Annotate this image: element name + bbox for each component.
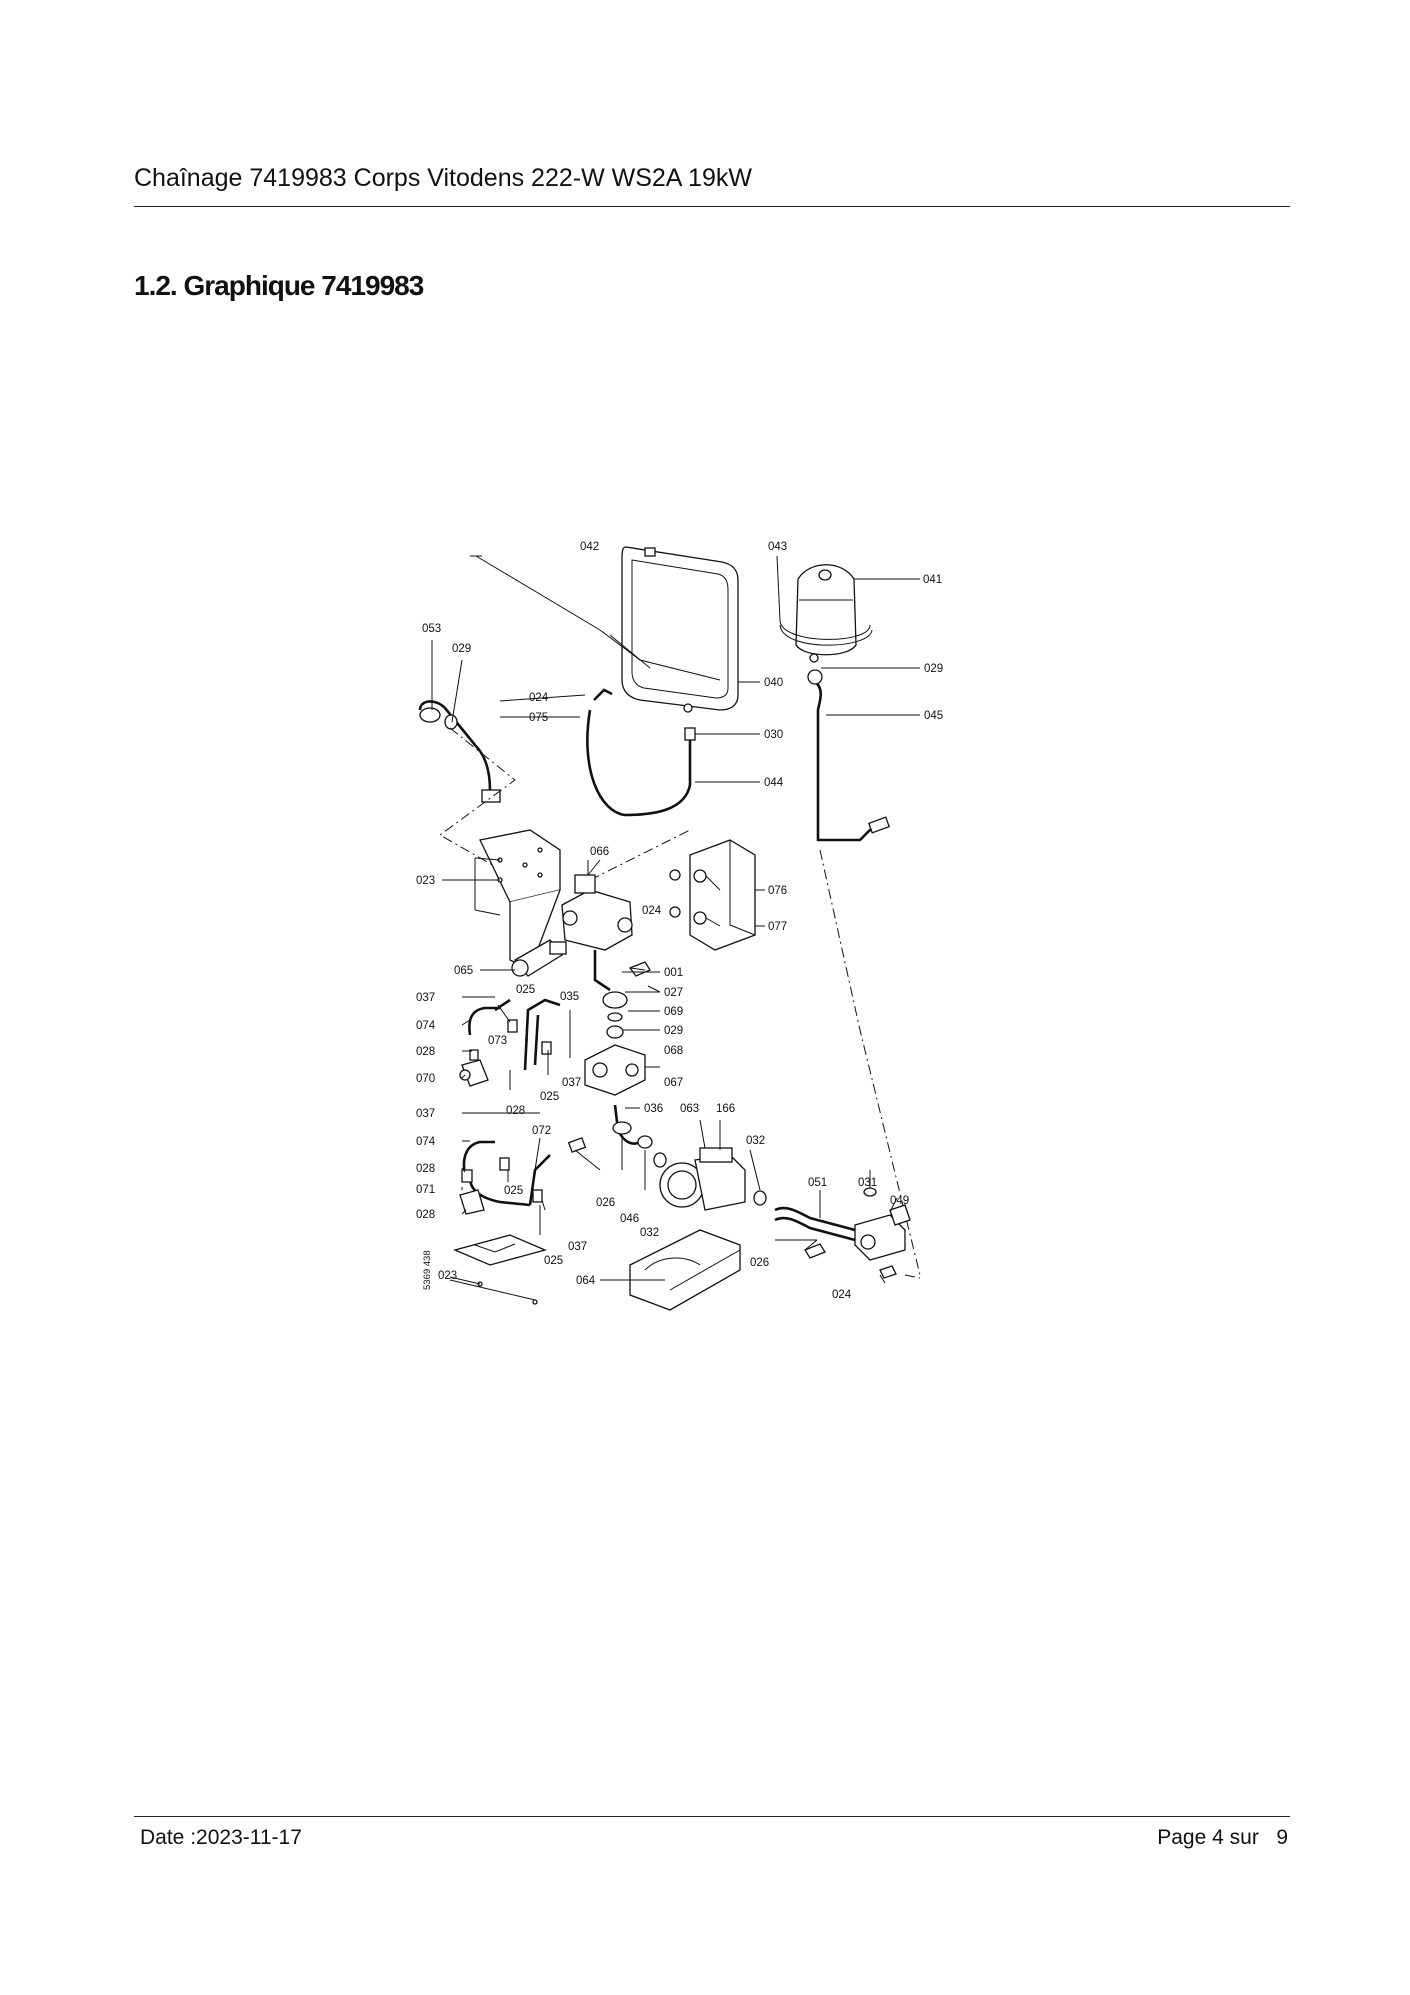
callout-071: 071 <box>416 1184 435 1196</box>
callout-025: 025 <box>544 1255 563 1267</box>
exploded-parts-diagram: 042 043 041 053 029 040 029 024 075 045 … <box>400 530 960 1320</box>
callout-069: 069 <box>664 1006 683 1018</box>
callout-064: 064 <box>576 1275 596 1287</box>
callout-074: 074 <box>416 1020 436 1032</box>
callout-066: 066 <box>590 846 609 858</box>
callout-032: 032 <box>746 1135 765 1147</box>
page-number: Page 4 sur 9 <box>1157 1826 1288 1849</box>
callout-166: 166 <box>716 1103 735 1115</box>
callout-077: 077 <box>768 921 787 933</box>
callout-028: 028 <box>416 1163 435 1175</box>
pump-holder-064 <box>629 1229 741 1311</box>
callout-073: 073 <box>488 1035 507 1047</box>
callout-043: 043 <box>768 541 787 553</box>
callout-023: 023 <box>438 1270 457 1282</box>
callout-049: 049 <box>890 1195 909 1207</box>
expansion-vessel-041 <box>779 564 873 656</box>
callout-044: 044 <box>764 777 784 789</box>
callout-037: 037 <box>416 1108 435 1120</box>
callout-023: 023 <box>416 875 435 887</box>
footer-divider <box>134 1816 1290 1817</box>
callout-036: 036 <box>644 1103 663 1115</box>
callout-072: 072 <box>532 1125 551 1137</box>
part-callouts: 042 043 041 053 029 040 029 024 075 045 … <box>416 541 943 1301</box>
footer-date: Date :2023-11-17 <box>140 1826 302 1849</box>
callout-024: 024 <box>642 905 662 917</box>
callout-028: 028 <box>416 1046 435 1058</box>
callout-074: 074 <box>416 1136 436 1148</box>
callout-035: 035 <box>560 991 579 1003</box>
callout-030: 030 <box>764 729 783 741</box>
callout-029: 029 <box>664 1025 683 1037</box>
section-heading: 1.2. Graphique 7419983 <box>134 270 424 301</box>
callout-025: 025 <box>504 1185 523 1197</box>
callout-001: 001 <box>664 967 683 979</box>
callout-045: 045 <box>924 710 943 722</box>
callout-041: 041 <box>923 574 942 586</box>
callout-025: 025 <box>540 1091 559 1103</box>
header-divider <box>134 206 1290 207</box>
callout-029: 029 <box>924 663 943 675</box>
leader-lines <box>431 555 920 1285</box>
pump-063 <box>659 1147 746 1211</box>
siphon-tank-040 <box>599 546 739 711</box>
callout-053: 053 <box>422 623 441 635</box>
callout-026: 026 <box>750 1257 769 1269</box>
valve-065 <box>511 939 567 977</box>
callout-025: 025 <box>516 984 535 996</box>
block-067 <box>584 1044 646 1096</box>
pipe-051 <box>774 1206 856 1232</box>
callout-037: 037 <box>562 1077 581 1089</box>
callout-028: 028 <box>506 1105 525 1117</box>
callout-070: 070 <box>416 1073 435 1085</box>
base-plate-023 <box>453 1234 547 1266</box>
callout-024: 024 <box>832 1289 852 1301</box>
callout-027: 027 <box>664 987 683 999</box>
callout-075: 075 <box>529 712 548 724</box>
callout-032: 032 <box>640 1227 659 1239</box>
callout-037: 037 <box>568 1241 587 1253</box>
document-title: Chaînage 7419983 Corps Vitodens 222-W WS… <box>134 164 752 192</box>
callout-067: 067 <box>664 1077 683 1089</box>
pipe-053 <box>418 700 492 791</box>
callout-028: 028 <box>416 1209 435 1221</box>
hydraulic-block-066 <box>561 860 633 951</box>
callout-063: 063 <box>680 1103 699 1115</box>
valve-049 <box>854 1204 911 1261</box>
hose-044 <box>586 709 692 817</box>
callout-042: 042 <box>580 541 599 553</box>
heat-exchanger-076 <box>669 839 756 951</box>
callout-046: 046 <box>620 1213 639 1225</box>
callout-029: 029 <box>452 643 471 655</box>
callout-037: 037 <box>416 992 435 1004</box>
mounting-bracket-023 <box>479 829 561 971</box>
callout-051: 051 <box>808 1177 827 1189</box>
callout-026: 026 <box>596 1197 615 1209</box>
figure-reference-number: 5369 438 <box>422 1250 433 1290</box>
callout-065: 065 <box>454 965 473 977</box>
callout-068: 068 <box>664 1045 683 1057</box>
callout-024: 024 <box>529 692 549 704</box>
callout-040: 040 <box>764 677 783 689</box>
pipe-045 <box>812 678 881 842</box>
callout-076: 076 <box>768 885 787 897</box>
callout-031: 031 <box>858 1177 877 1189</box>
